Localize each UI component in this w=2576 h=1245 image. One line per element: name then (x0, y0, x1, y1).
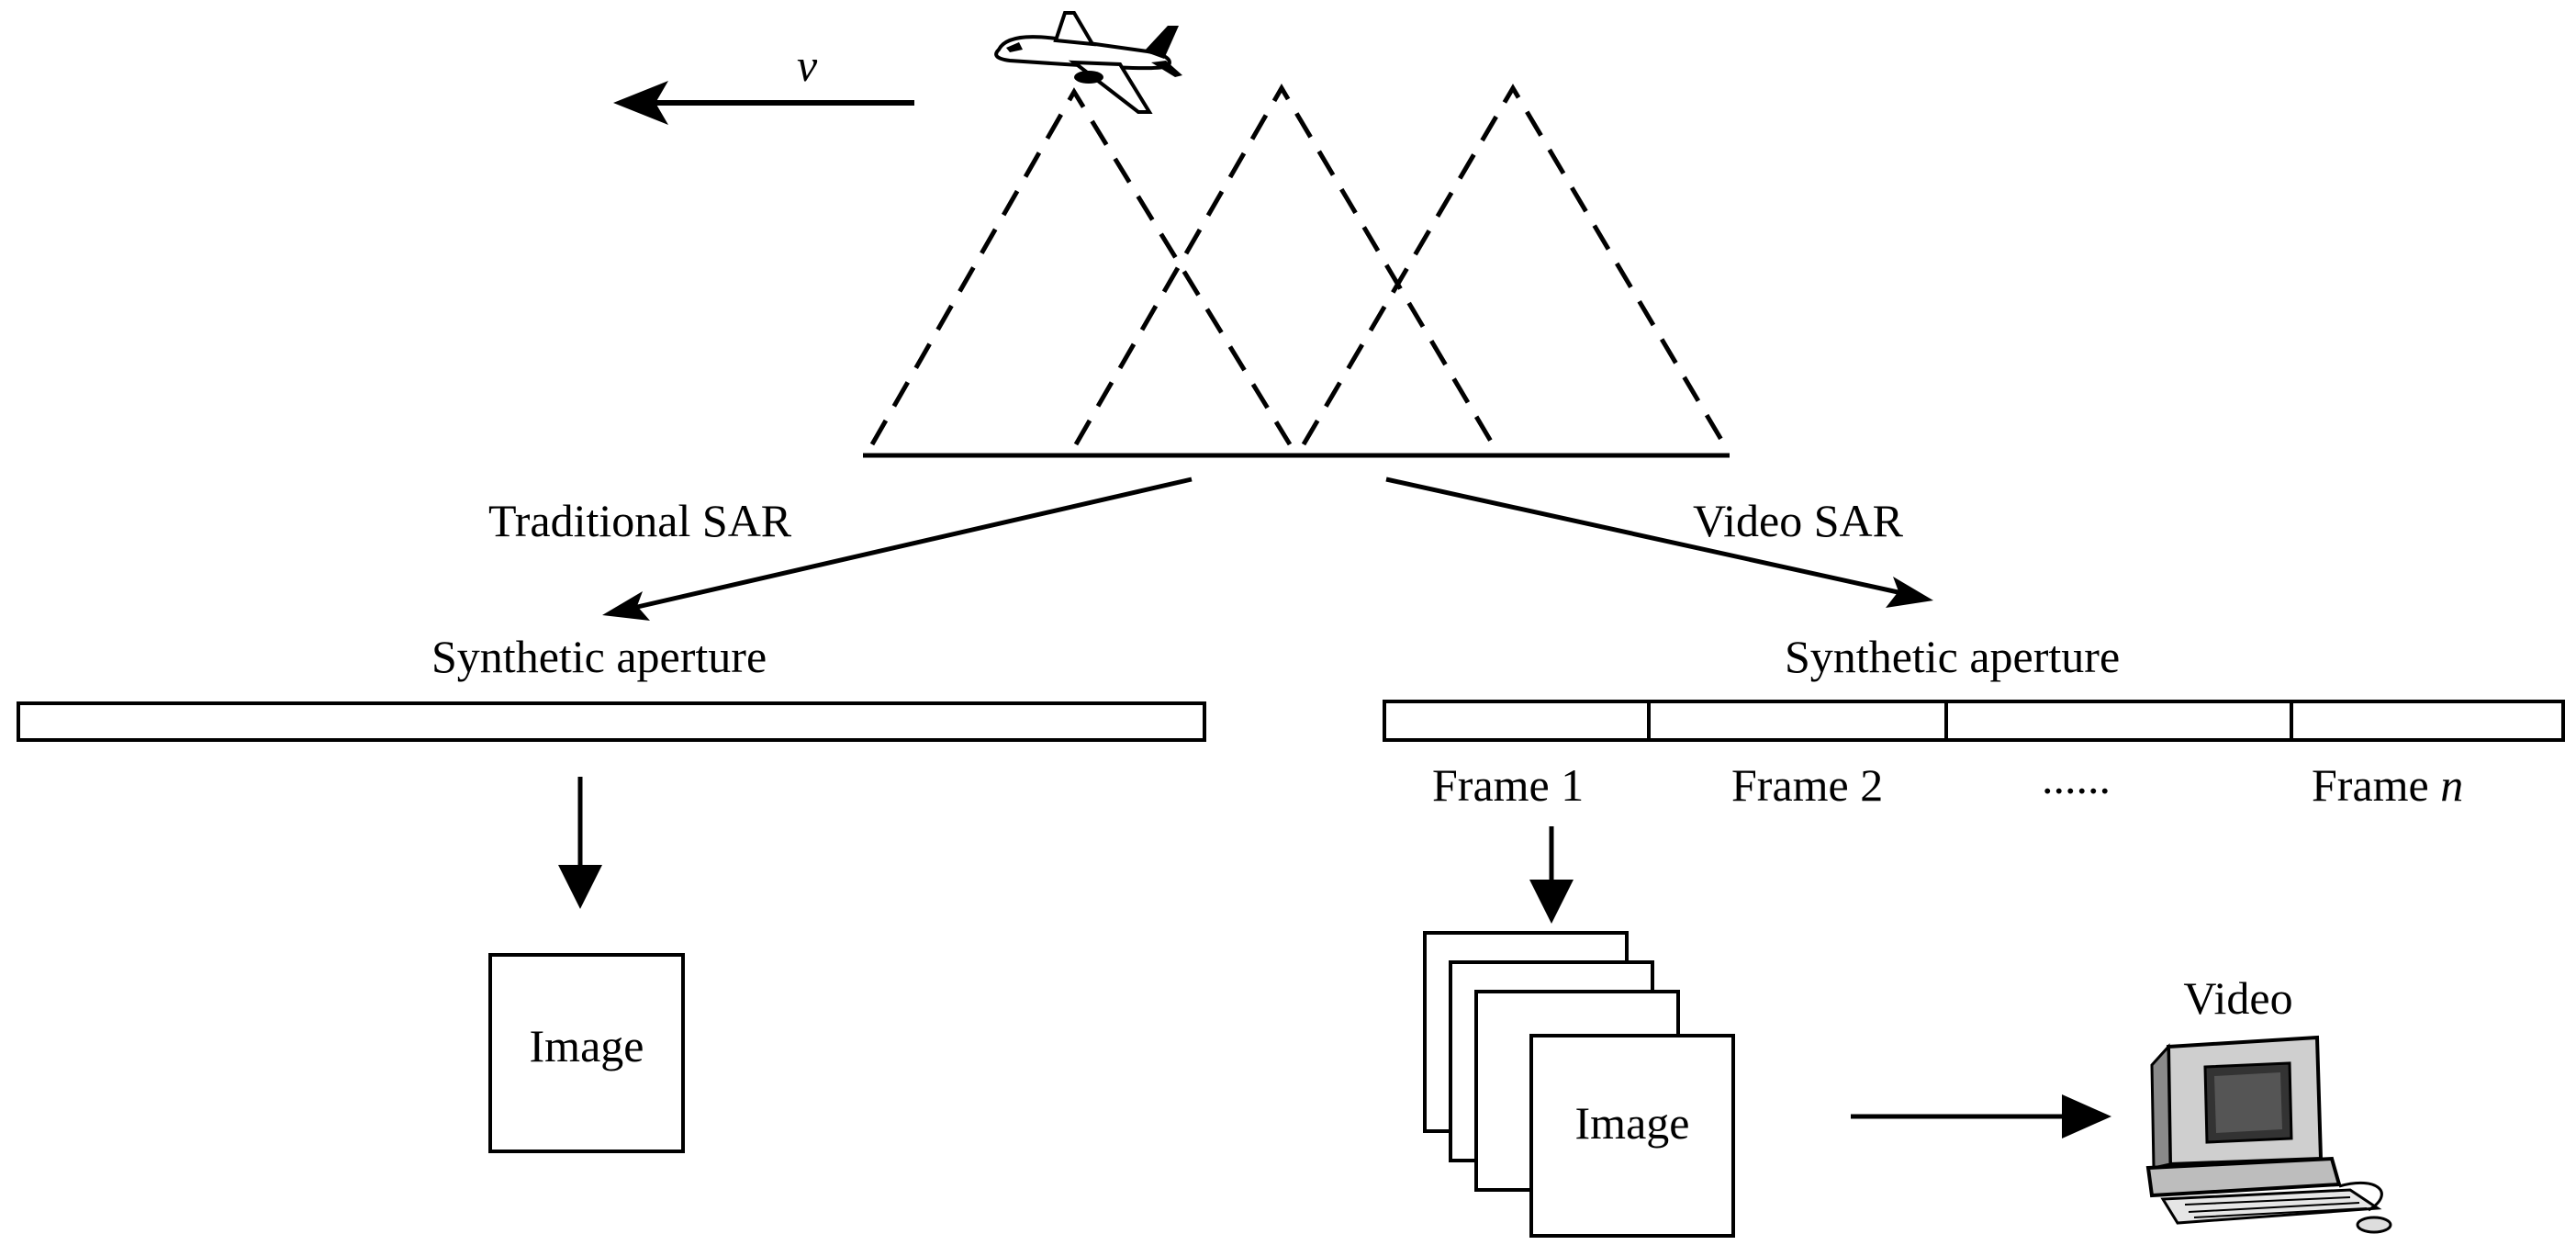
frame-label-ellipsis: ...... (2042, 752, 2111, 803)
video-aperture-label: Synthetic aperture (1785, 631, 2120, 682)
frame-label-1: Frame 1 (1432, 759, 1584, 811)
video-sar-title: Video SAR (1693, 495, 1904, 546)
velocity-label: v (797, 39, 818, 91)
frame-label-n: Frame n (2312, 759, 2463, 811)
computer-icon (2145, 1035, 2392, 1234)
video-image-label: Image (1575, 1097, 1690, 1149)
video-label: Video (2183, 972, 2292, 1024)
traditional-branch-arrow (633, 477, 1193, 611)
image-stack (1423, 931, 1735, 1238)
traditional-image-label: Image (530, 1020, 644, 1071)
frame-label-2: Frame 2 (1731, 759, 1883, 811)
video-branch-arrowhead (1886, 577, 1933, 608)
beam-triangles (869, 84, 1727, 446)
traditional-branch-arrowhead (602, 591, 650, 621)
velocity-arrow (613, 81, 914, 125)
traditional-aperture-bar (17, 701, 1206, 742)
video-aperture-bar (1383, 700, 2565, 742)
traditional-down-arrow (558, 777, 602, 909)
video-branch-arrow (1385, 477, 1903, 596)
to-video-arrow (1851, 1094, 2111, 1138)
traditional-image-box (488, 953, 685, 1153)
airplane-icon (994, 11, 1182, 114)
traditional-sar-title: Traditional SAR (488, 495, 792, 546)
traditional-aperture-label: Synthetic aperture (431, 631, 767, 682)
frame1-down-arrow (1529, 826, 1574, 924)
